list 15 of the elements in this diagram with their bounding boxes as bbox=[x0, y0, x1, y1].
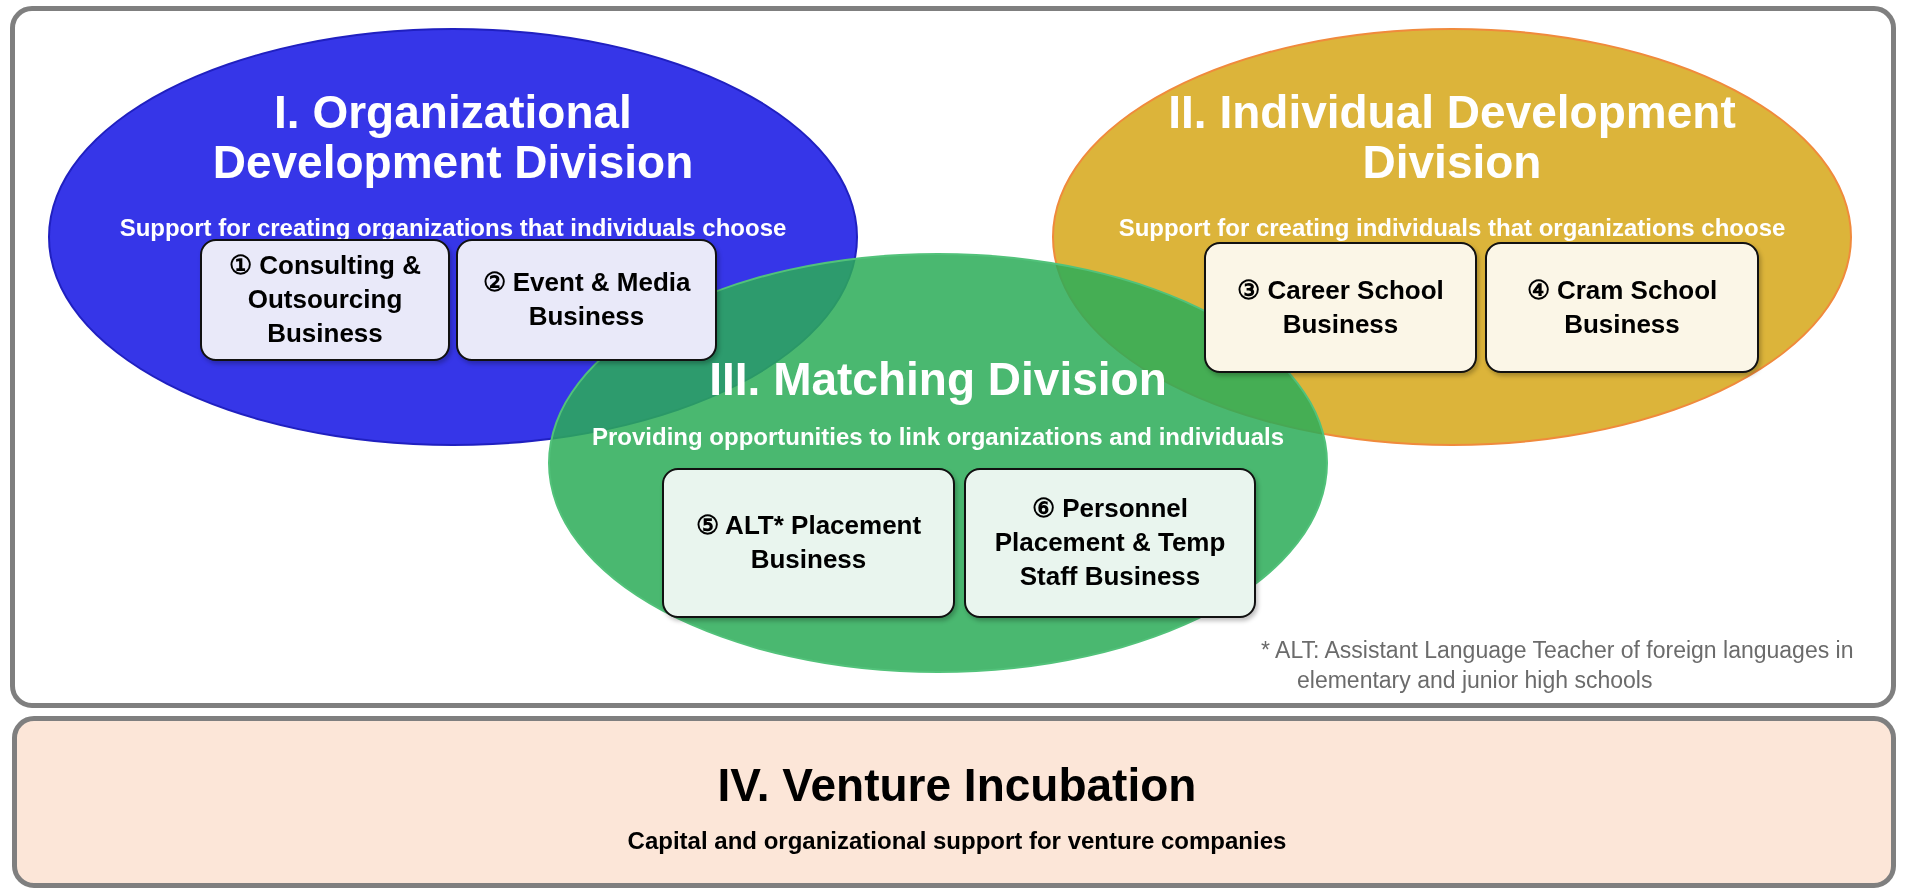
business-box: ① Consulting & Outsourcing Business bbox=[200, 239, 450, 361]
division-title: I. Organizational Development Division bbox=[211, 88, 695, 188]
business-box: ② Event & Media Business bbox=[456, 239, 717, 361]
division-subtitle: Providing opportunities to link organizations and individuals bbox=[591, 423, 1285, 451]
footnote: * ALT: Assistant Language Teacher of foreign languages in elementary and junior high schools bbox=[1261, 636, 1855, 695]
division-title: IV. Venture Incubation bbox=[716, 761, 1198, 811]
business-box: ③ Career School Business bbox=[1204, 242, 1477, 373]
division-subtitle: Support for creating individuals that organizations choose bbox=[1117, 214, 1787, 242]
division-subtitle: Capital and organizational support for venture companies bbox=[626, 827, 1288, 855]
division-panel bbox=[12, 716, 1896, 888]
business-box: ⑥ Personnel Placement & Temp Staff Business bbox=[964, 468, 1256, 618]
business-box: ④ Cram School Business bbox=[1485, 242, 1759, 373]
division-subtitle: Support for creating organizations that individuals choose bbox=[118, 214, 788, 242]
division-title: II. Individual Development Division bbox=[1167, 88, 1737, 188]
business-box: ⑤ ALT* Placement Business bbox=[662, 468, 955, 618]
